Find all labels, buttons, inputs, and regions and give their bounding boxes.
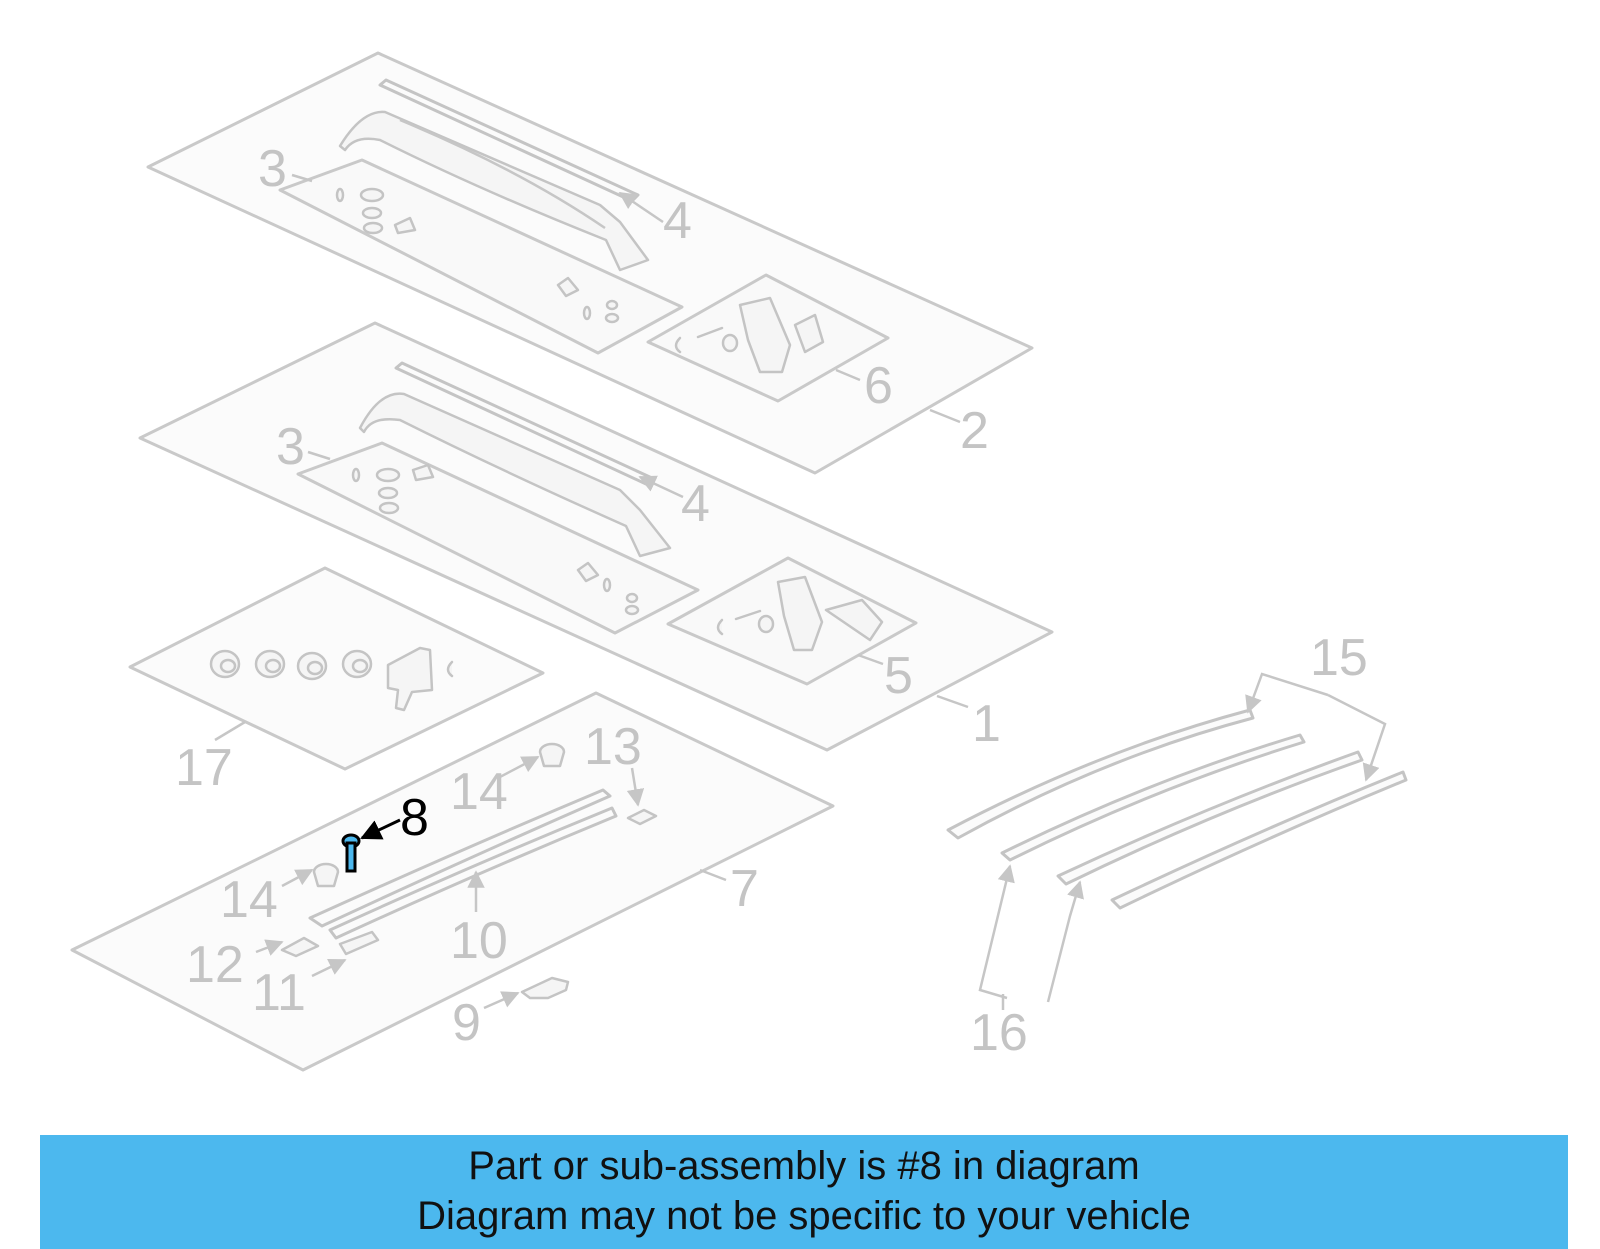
callout-2: 2 xyxy=(960,402,989,460)
cap-11-icon xyxy=(338,930,380,956)
retainer-bracket-icon xyxy=(386,646,434,712)
bracket-icon xyxy=(393,216,417,235)
bracket-icon xyxy=(576,561,600,583)
cover-icon xyxy=(824,598,884,642)
grommet-icon xyxy=(375,467,401,483)
washer-icon xyxy=(605,299,619,311)
callout-15: 15 xyxy=(1310,629,1368,687)
rail-trim-upper-icon xyxy=(378,78,640,203)
washer-icon xyxy=(377,486,399,500)
drip-molding-3-icon xyxy=(1056,750,1364,886)
bracket-icon xyxy=(556,276,580,298)
banner-line-2: Diagram may not be specific to your vehi… xyxy=(417,1194,1191,1238)
fastener-icon xyxy=(341,649,373,679)
spacer-icon xyxy=(757,614,775,634)
clip-icon xyxy=(446,660,454,678)
callout-4-upper: 4 xyxy=(663,192,692,250)
washer-icon xyxy=(604,312,620,324)
clip-icon xyxy=(602,577,612,593)
clip-9-icon xyxy=(520,976,570,1000)
end-cap-icon xyxy=(738,296,792,374)
callout-14-upper: 14 xyxy=(450,763,508,821)
callout-14-lower: 14 xyxy=(220,871,278,929)
assembly-1-group xyxy=(138,321,1054,752)
washer-icon xyxy=(362,221,384,235)
clip-icon xyxy=(674,336,682,354)
callout-11: 11 xyxy=(252,964,306,1022)
leader-lines xyxy=(214,173,1387,1010)
clip-icon xyxy=(582,305,592,321)
assembly-3-panel-upper xyxy=(278,158,684,355)
nut-14-upper-icon xyxy=(538,742,566,768)
callout-13: 13 xyxy=(584,718,642,776)
callout-8-highlighted[interactable]: 8 xyxy=(400,789,429,847)
grommet-icon xyxy=(359,187,385,203)
callout-12: 12 xyxy=(186,936,244,994)
clip-icon xyxy=(335,187,345,203)
fastener-icon xyxy=(209,649,241,679)
callout-5: 5 xyxy=(884,647,913,705)
callout-16: 16 xyxy=(970,1004,1028,1062)
callout-4-lower: 4 xyxy=(681,475,710,533)
clip-icon xyxy=(351,467,361,483)
fastener-icon xyxy=(296,651,328,681)
banner-line-1: Part or sub-assembly is #8 in diagram xyxy=(468,1144,1140,1188)
bolt-icon xyxy=(734,609,762,621)
nut-14-lower-icon xyxy=(312,862,340,888)
callout-17: 17 xyxy=(175,739,233,797)
callout-3-lower: 3 xyxy=(276,418,305,476)
assembly-17-group xyxy=(128,566,545,771)
callout-7: 7 xyxy=(730,860,759,918)
washer-icon xyxy=(624,604,640,616)
roof-rail-upper-icon xyxy=(338,110,650,272)
callout-9: 9 xyxy=(452,994,481,1052)
assembly-2-group xyxy=(146,51,1034,475)
bolt-icon xyxy=(696,326,724,339)
assembly-7-group xyxy=(70,691,835,1072)
clip-icon xyxy=(716,618,724,636)
callout-10: 10 xyxy=(450,912,508,970)
callout-3-upper: 3 xyxy=(258,140,287,198)
washer-icon xyxy=(361,206,383,220)
bracket-icon xyxy=(411,463,435,482)
molding-10-icon xyxy=(308,788,612,928)
fastener-icon xyxy=(254,649,286,679)
end-cap-icon xyxy=(776,575,824,652)
assembly-3-panel-lower xyxy=(296,441,700,635)
assembly-15-16-group xyxy=(946,708,1408,910)
callout-6: 6 xyxy=(864,357,893,415)
cap-13-icon xyxy=(626,808,658,826)
info-banner: Part or sub-assembly is #8 in diagram Di… xyxy=(40,1135,1568,1249)
cap-12-icon xyxy=(280,936,320,958)
bolt-8-highlighted-icon[interactable] xyxy=(341,833,361,873)
cover-icon xyxy=(793,313,825,354)
drip-molding-2-icon xyxy=(1000,733,1306,862)
callout-1: 1 xyxy=(972,695,1001,753)
spacer-icon xyxy=(721,333,739,353)
washer-icon xyxy=(625,592,639,604)
washer-icon xyxy=(378,501,400,515)
callout-numbers: 3 4 6 2 3 4 5 1 15 17 13 14 8 7 14 10 12… xyxy=(175,140,1368,1062)
roof-rail-lower-icon xyxy=(358,392,672,558)
drip-molding-1-icon xyxy=(946,708,1255,840)
assembly-17-plate xyxy=(128,566,545,771)
drip-molding-4-icon xyxy=(1110,770,1408,910)
